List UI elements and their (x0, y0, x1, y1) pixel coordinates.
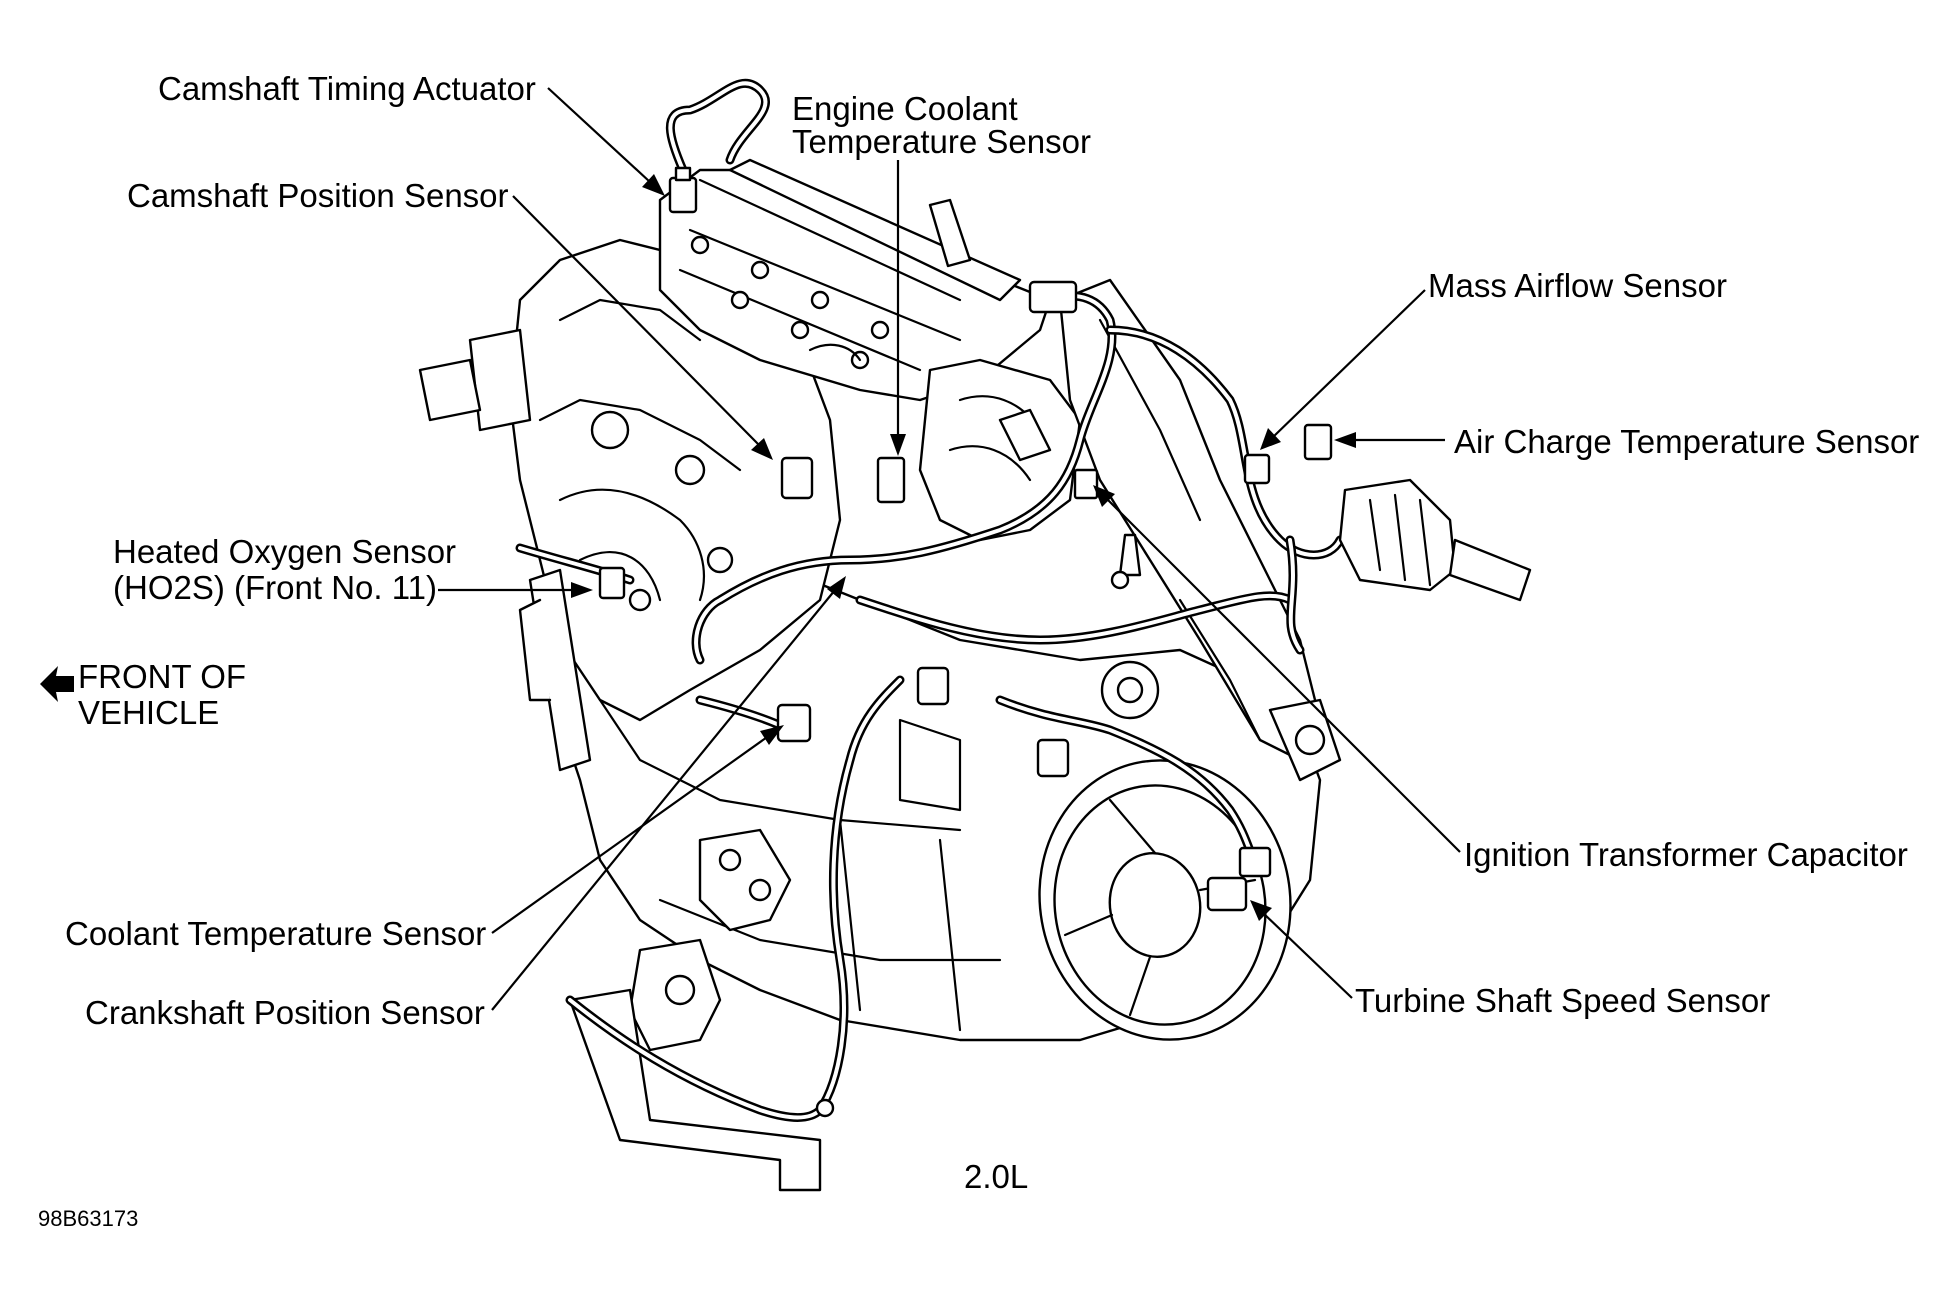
label-ignition-transformer-capacitor: Ignition Transformer Capacitor (1464, 836, 1908, 873)
label-front-of-vehicle-line2: VEHICLE (78, 694, 219, 731)
label-camshaft-position-sensor: Camshaft Position Sensor (127, 177, 509, 214)
label-mass-airflow-sensor: Mass Airflow Sensor (1428, 267, 1727, 304)
label-air-charge-temperature-sensor: Air Charge Temperature Sensor (1454, 423, 1919, 460)
label-heated-oxygen-line2: (HO2S) (Front No. 11) (113, 569, 437, 606)
front-arrow-icon (40, 666, 74, 702)
labels: Camshaft Timing Actuator Engine Coolant … (38, 70, 1919, 1231)
engine-illustration (418, 158, 1342, 1192)
label-heated-oxygen-line1: Heated Oxygen Sensor (113, 533, 456, 570)
label-front-of-vehicle-line1: FRONT OF (78, 658, 246, 695)
label-turbine-shaft-speed-sensor: Turbine Shaft Speed Sensor (1355, 982, 1770, 1019)
label-coolant-temperature-sensor: Coolant Temperature Sensor (65, 915, 486, 952)
leader-lines (438, 87, 1461, 1011)
label-figure-id: 98B63173 (38, 1206, 138, 1231)
label-crankshaft-position-sensor: Crankshaft Position Sensor (85, 994, 485, 1031)
sensor-connectors (598, 166, 1532, 1118)
label-engine-coolant-line1: Engine Coolant (792, 90, 1018, 127)
label-engine-coolant-line2: Temperature Sensor (792, 123, 1091, 160)
label-engine-size: 2.0L (964, 1158, 1028, 1195)
wiring-harness (515, 78, 1345, 1122)
label-camshaft-timing-actuator: Camshaft Timing Actuator (158, 70, 536, 107)
pulley-wheel (1038, 759, 1292, 1041)
